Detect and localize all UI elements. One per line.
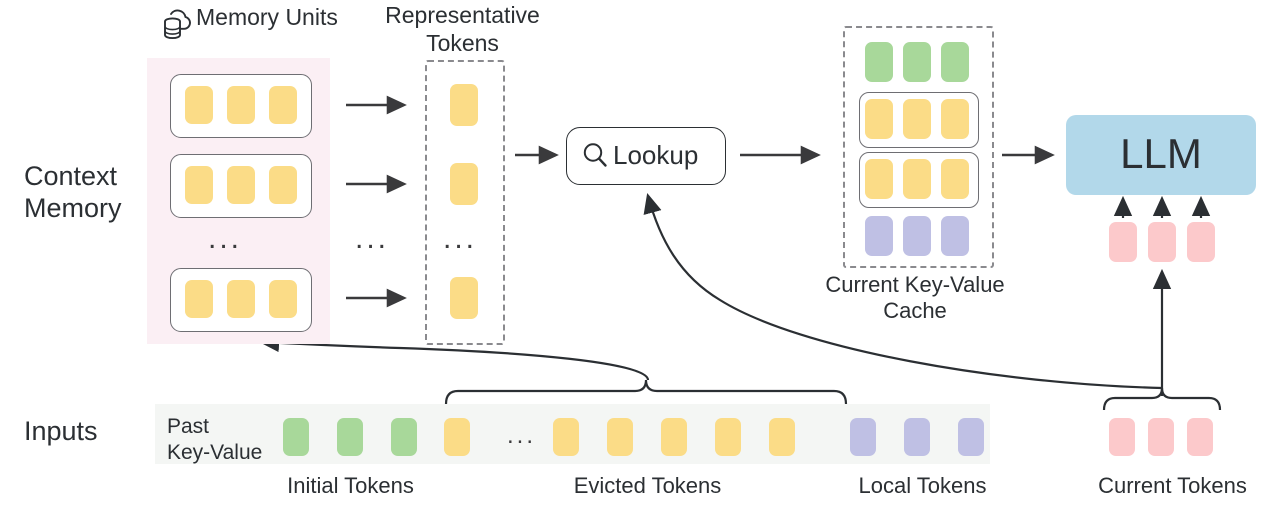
cloud-database-icon — [158, 4, 198, 44]
heading-representative-tokens: Representative Tokens — [385, 2, 540, 56]
memory-unit[interactable] — [170, 154, 312, 218]
input-token — [958, 418, 984, 456]
llm-label: LLM — [1120, 130, 1202, 177]
representative-token — [450, 163, 478, 205]
memory-token — [269, 280, 297, 318]
kv-token-retrieved — [941, 99, 969, 139]
memory-token — [227, 86, 255, 124]
past-key-value-label: Past Key-Value — [167, 415, 263, 465]
kv-token-local — [941, 216, 969, 256]
memory-token — [185, 166, 213, 204]
ellipsis-arrows: ... — [355, 222, 390, 255]
memory-token — [185, 280, 213, 318]
input-token — [904, 418, 930, 456]
representative-token — [450, 277, 478, 319]
input-token — [391, 418, 417, 456]
arrow-curtokens-to-llm — [1113, 195, 1211, 218]
caption-evicted-tokens: Evicted Tokens — [573, 473, 722, 498]
curve-evicted-to-context — [258, 333, 650, 381]
memory-token — [227, 166, 255, 204]
memory-unit[interactable] — [170, 74, 312, 138]
row-label-context-memory: Context Memory — [24, 161, 122, 224]
kv-row-local — [865, 216, 970, 256]
kv-token-initial — [903, 42, 931, 82]
memory-token — [269, 86, 297, 124]
input-token — [850, 418, 876, 456]
input-token — [769, 418, 795, 456]
bracket-current-tokens — [1102, 387, 1222, 411]
search-icon — [581, 141, 609, 169]
current-input-token — [1148, 418, 1174, 456]
arrow-memunit-to-rep — [346, 95, 407, 308]
kv-row-retrieved — [865, 99, 970, 139]
input-token — [661, 418, 687, 456]
input-token — [337, 418, 363, 456]
caption-initial-tokens: Initial Tokens — [287, 473, 414, 498]
caption-current-kv-cache: Current Key-Value Cache — [825, 272, 1005, 324]
current-token-upper — [1187, 222, 1215, 262]
current-token-upper — [1148, 222, 1176, 262]
input-token — [553, 418, 579, 456]
memory-token — [185, 86, 213, 124]
input-token — [283, 418, 309, 456]
kv-token-initial — [941, 42, 969, 82]
kv-row-retrieved — [865, 159, 970, 199]
ellipsis-representative-tokens: ... — [443, 222, 478, 255]
current-kv-cache-box — [843, 26, 994, 268]
kv-row-initial — [865, 42, 970, 82]
kv-token-initial — [865, 42, 893, 82]
lookup-box[interactable] — [566, 127, 726, 185]
input-token — [444, 418, 470, 456]
ellipsis-memory-units: ... — [208, 222, 243, 255]
ellipsis-inputs: ... — [507, 422, 537, 449]
heading-memory-units: Memory Units — [196, 4, 338, 30]
kv-token-retrieved — [941, 159, 969, 199]
kv-token-local — [903, 216, 931, 256]
input-token — [715, 418, 741, 456]
current-input-token — [1187, 418, 1213, 456]
representative-tokens-box — [425, 60, 505, 345]
bracket-evicted-tokens — [444, 379, 848, 405]
current-token-upper — [1109, 222, 1137, 262]
llm-box[interactable] — [1066, 115, 1256, 195]
memory-token — [227, 280, 255, 318]
kv-token-local — [865, 216, 893, 256]
input-token — [607, 418, 633, 456]
caption-current-tokens: Current Tokens — [1098, 473, 1247, 498]
kv-token-retrieved — [865, 159, 893, 199]
kv-token-retrieved — [865, 99, 893, 139]
memory-token — [269, 166, 297, 204]
caption-local-tokens: Local Tokens — [858, 473, 987, 498]
current-input-token — [1109, 418, 1135, 456]
kv-token-retrieved — [903, 99, 931, 139]
kv-token-retrieved — [903, 159, 931, 199]
representative-token — [450, 84, 478, 126]
lookup-label: Lookup — [613, 140, 699, 170]
row-label-inputs: Inputs — [24, 416, 98, 446]
memory-unit[interactable] — [170, 268, 312, 332]
